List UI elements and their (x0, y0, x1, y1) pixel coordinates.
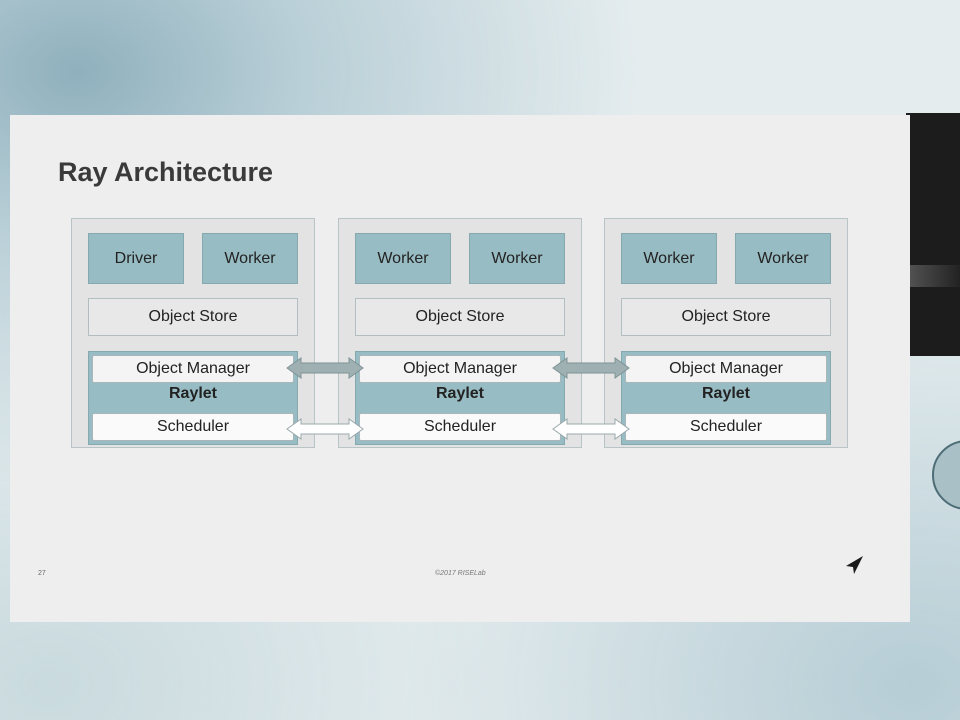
raylet-group: Object Manager Raylet Scheduler (88, 351, 298, 445)
object-manager: Object Manager (359, 355, 561, 383)
scheduler-link-arrow (552, 418, 630, 440)
decorative-circle (932, 440, 960, 510)
object-store: Object Store (621, 298, 831, 336)
page-number: 27 (38, 570, 46, 577)
process-driver: Driver (88, 233, 184, 284)
raylet-group: Object Manager Raylet Scheduler (355, 351, 565, 445)
raylet-label: Raylet (435, 385, 485, 402)
copyright: ©2017 RISELab (435, 570, 486, 577)
process-worker: Worker (355, 233, 451, 284)
node-1: Driver Worker Object Store Object Manage… (71, 218, 315, 448)
process-worker: Worker (621, 233, 717, 284)
object-manager-link-arrow (552, 357, 630, 379)
scheduler: Scheduler (625, 413, 827, 441)
scheduler: Scheduler (92, 413, 294, 441)
slide-title: Ray Architecture (58, 157, 274, 187)
raylet-group: Object Manager Raylet Scheduler (621, 351, 831, 445)
slide: Ray Architecture Driver Worker Object St… (10, 115, 910, 622)
object-manager: Object Manager (625, 355, 827, 383)
process-worker: Worker (469, 233, 565, 284)
process-worker: Worker (735, 233, 831, 284)
scheduler-link-arrow (286, 418, 364, 440)
raylet-label: Raylet (701, 385, 751, 402)
process-worker: Worker (202, 233, 298, 284)
raylet-label: Raylet (168, 385, 218, 402)
node-2: Worker Worker Object Store Object Manage… (338, 218, 582, 448)
object-store: Object Store (88, 298, 298, 336)
paper-plane-icon (846, 556, 863, 574)
object-manager-link-arrow (286, 357, 364, 379)
object-store: Object Store (355, 298, 565, 336)
object-manager: Object Manager (92, 355, 294, 383)
scheduler: Scheduler (359, 413, 561, 441)
node-3: Worker Worker Object Store Object Manage… (604, 218, 848, 448)
side-dark-panel (906, 113, 960, 356)
